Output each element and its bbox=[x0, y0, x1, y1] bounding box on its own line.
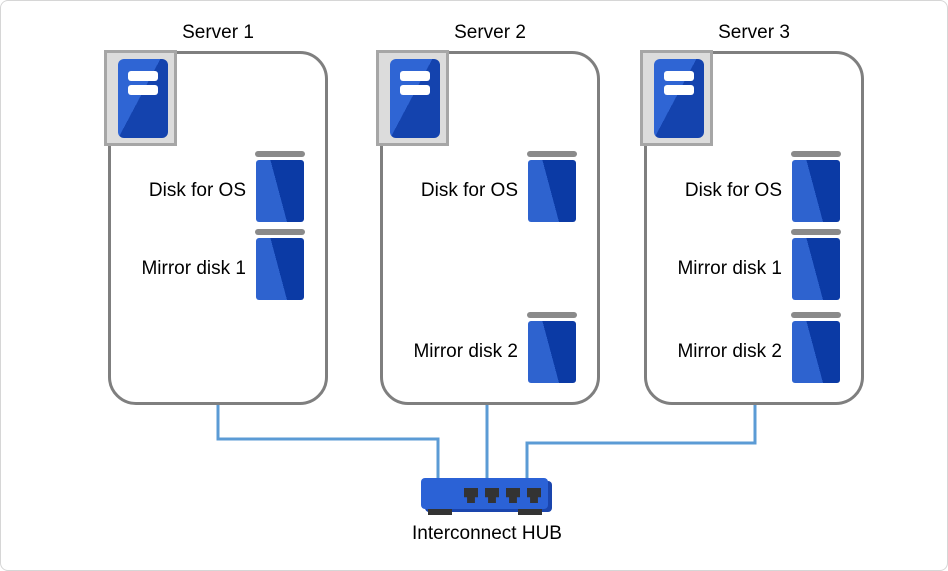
wire-server3-hub bbox=[525, 405, 757, 478]
server2-mirror-disk2-row: Mirror disk 2 bbox=[413, 312, 577, 383]
tower-slot-bar bbox=[400, 85, 430, 95]
disk-label: Mirror disk 2 bbox=[413, 340, 518, 362]
disk-label: Mirror disk 2 bbox=[677, 340, 782, 362]
wire-server1-hub bbox=[216, 405, 440, 478]
server3-box: Disk for OS Mirror disk 1 Mirror disk 2 bbox=[644, 51, 864, 405]
tower-slot-bar bbox=[128, 71, 158, 81]
disk-label: Mirror disk 1 bbox=[141, 257, 246, 279]
server1-title: Server 1 bbox=[182, 22, 254, 43]
server2-icon-box bbox=[376, 50, 449, 146]
server3-icon-box bbox=[640, 50, 713, 146]
server3-mirror-disk2-row: Mirror disk 2 bbox=[677, 312, 841, 383]
server2-title: Server 2 bbox=[454, 22, 526, 43]
server-tower-icon bbox=[390, 59, 440, 138]
disk-label: Disk for OS bbox=[420, 179, 518, 201]
disk-icon bbox=[791, 229, 841, 300]
server3-disk-os-row: Disk for OS bbox=[685, 151, 841, 222]
hub-port-icon bbox=[506, 488, 520, 503]
tower-slot-bar bbox=[664, 71, 694, 81]
hub-port-icon bbox=[485, 488, 499, 503]
server-tower-icon bbox=[118, 59, 168, 138]
network-hub-icon bbox=[421, 478, 548, 515]
hub-foot bbox=[428, 509, 452, 515]
disk-icon bbox=[527, 312, 577, 383]
hub-port-icon bbox=[527, 488, 541, 503]
disk-icon bbox=[255, 229, 305, 300]
disk-icon bbox=[791, 312, 841, 383]
disk-label: Mirror disk 1 bbox=[677, 257, 782, 279]
server1-icon-box bbox=[104, 50, 177, 146]
disk-label: Disk for OS bbox=[684, 179, 782, 201]
server2-disk-os-row: Disk for OS bbox=[421, 151, 577, 222]
disk-icon bbox=[527, 151, 577, 222]
server1-mirror-disk1-row: Mirror disk 1 bbox=[141, 229, 305, 300]
tower-slot-bar bbox=[400, 71, 430, 81]
server-tower-icon bbox=[654, 59, 704, 138]
hub-label: Interconnect HUB bbox=[412, 523, 562, 544]
disk-icon bbox=[791, 151, 841, 222]
server3-title: Server 3 bbox=[718, 22, 790, 43]
server1-disk-os-row: Disk for OS bbox=[149, 151, 305, 222]
hub-port-icon bbox=[464, 488, 478, 503]
tower-slot-bar bbox=[664, 85, 694, 95]
tower-slot-bar bbox=[128, 85, 158, 95]
disk-label: Disk for OS bbox=[148, 179, 246, 201]
disk-icon bbox=[255, 151, 305, 222]
hub-foot bbox=[518, 509, 542, 515]
server3-mirror-disk1-row: Mirror disk 1 bbox=[677, 229, 841, 300]
